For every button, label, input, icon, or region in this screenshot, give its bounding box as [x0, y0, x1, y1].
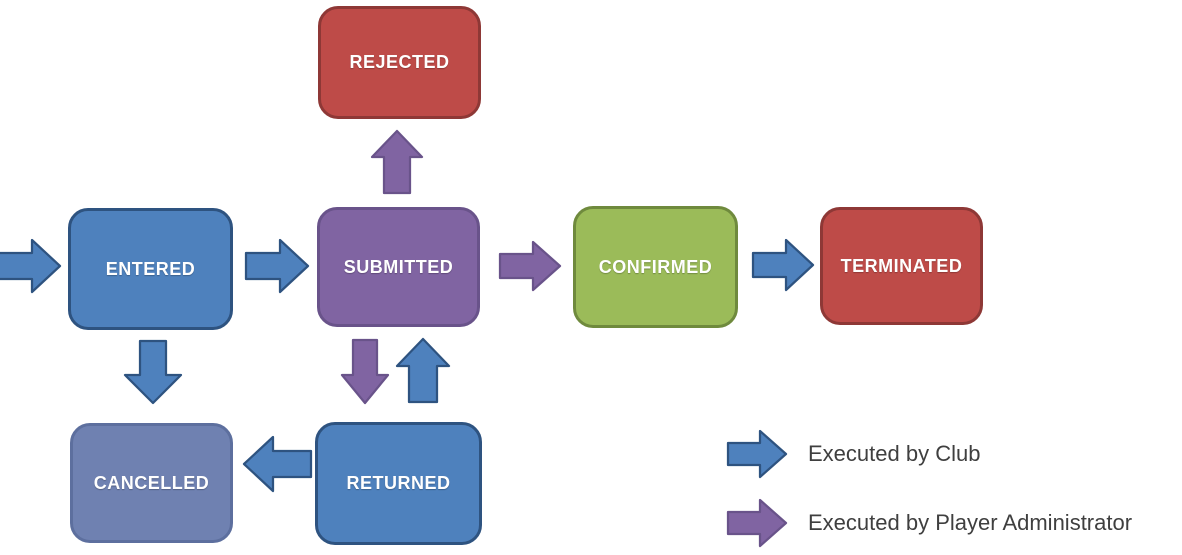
arrow-start-to-entered-icon — [0, 238, 62, 294]
arrow-submitted-to-confirmed-icon — [498, 240, 562, 292]
node-entered-label: ENTERED — [105, 258, 196, 279]
node-confirmed: CONFIRMED — [573, 206, 738, 328]
arrow-returned-to-submitted-icon — [395, 337, 451, 404]
node-terminated: TERMINATED — [820, 207, 983, 325]
node-rejected: REJECTED — [318, 6, 481, 119]
legend-player-administrator-arrow-icon — [726, 498, 788, 548]
node-cancelled: CANCELLED — [70, 423, 233, 543]
node-terminated-label: TERMINATED — [840, 255, 963, 276]
arrow-submitted-to-returned-icon — [340, 338, 390, 405]
node-cancelled-label: CANCELLED — [93, 472, 210, 493]
legend-item-club: Executed by Club — [726, 429, 981, 479]
arrow-returned-to-cancelled-icon — [242, 435, 313, 493]
node-submitted: SUBMITTED — [317, 207, 480, 327]
node-submitted-label: SUBMITTED — [343, 256, 454, 277]
legend-player-administrator-label: Executed by Player Administrator — [808, 510, 1133, 535]
arrow-submitted-to-rejected-icon — [370, 129, 424, 195]
arrow-entered-to-submitted-icon — [244, 238, 310, 294]
arrow-entered-to-cancelled-icon — [123, 339, 183, 405]
legend-item-player-administrator: Executed by Player Administrator — [726, 498, 1133, 548]
node-returned: RETURNED — [315, 422, 482, 545]
node-confirmed-label: CONFIRMED — [598, 256, 713, 277]
node-rejected-label: REJECTED — [349, 52, 450, 72]
legend-club-label: Executed by Club — [808, 441, 981, 466]
node-entered: ENTERED — [68, 208, 233, 330]
arrow-confirmed-to-terminated-icon — [751, 238, 815, 292]
legend-club-arrow-icon — [726, 429, 788, 479]
node-returned-label: RETURNED — [346, 473, 451, 493]
